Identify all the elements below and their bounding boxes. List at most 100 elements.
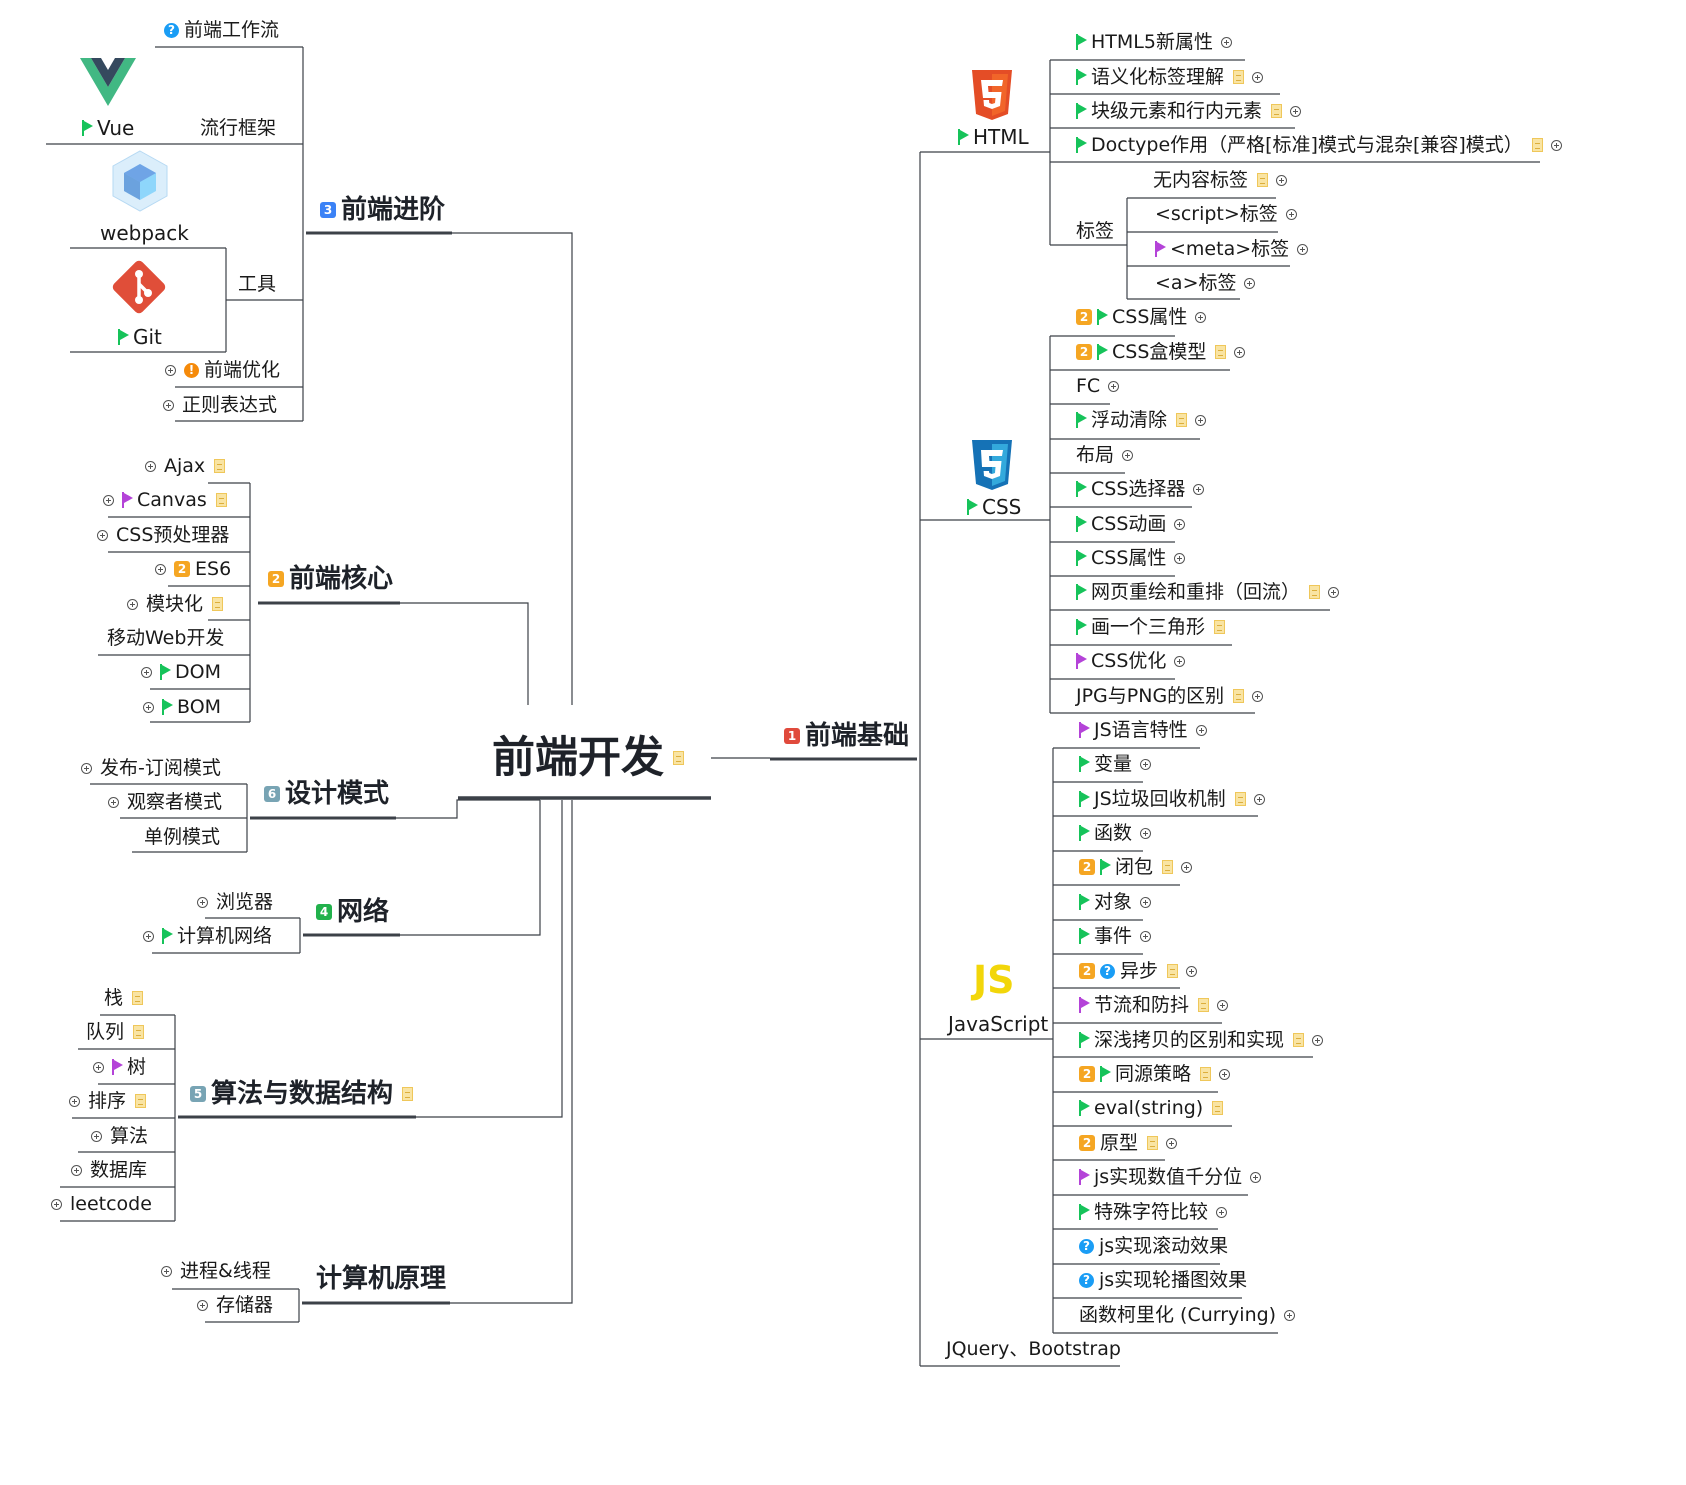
topic-node[interactable]: 无内容标签 [1153, 168, 1292, 192]
topic-node[interactable]: JS垃圾回收机制 [1079, 787, 1270, 811]
main-branch-topic[interactable]: 计算机原理 [316, 1263, 446, 1295]
topic-node[interactable]: CSS属性 [1076, 546, 1190, 570]
note-icon[interactable] [132, 991, 144, 1005]
note-icon[interactable] [1198, 998, 1210, 1012]
topic-node[interactable]: 网页重绘和重排（回流） [1076, 580, 1344, 604]
topic-node[interactable]: CSS选择器 [1076, 477, 1209, 501]
expand-icon[interactable] [1217, 999, 1229, 1011]
note-icon[interactable] [402, 1087, 414, 1101]
topic-node[interactable]: CSS优化 [1076, 649, 1190, 673]
topic-node[interactable]: 画一个三角形 [1076, 615, 1226, 639]
topic-node[interactable]: HTML5新属性 [1076, 30, 1237, 54]
expand-icon[interactable] [1195, 724, 1207, 736]
expand-icon[interactable] [1195, 311, 1207, 323]
expand-icon[interactable] [1234, 346, 1246, 358]
expand-icon[interactable] [1174, 655, 1186, 667]
topic-node[interactable]: 语义化标签理解 [1076, 65, 1268, 89]
sub-branch-topic[interactable]: webpack [100, 220, 189, 246]
topic-node[interactable]: 树 [88, 1055, 146, 1079]
topic-node[interactable]: 栈 [104, 986, 144, 1010]
expand-icon[interactable] [1328, 586, 1340, 598]
note-icon[interactable] [1271, 104, 1283, 118]
note-icon[interactable] [1162, 860, 1174, 874]
topic-node[interactable]: 算法 [86, 1124, 148, 1148]
expand-icon[interactable] [93, 1061, 104, 1073]
topic-node[interactable]: js实现数值千分位 [1079, 1165, 1266, 1189]
topic-node[interactable]: 发布-订阅模式 [76, 756, 221, 780]
expand-icon[interactable] [97, 529, 108, 541]
expand-icon[interactable] [143, 701, 154, 713]
topic-node[interactable]: 队列 [86, 1020, 145, 1044]
topic-node[interactable]: 特殊字符比较 [1079, 1200, 1232, 1224]
topic-node[interactable]: 观察者模式 [103, 790, 222, 814]
expand-icon[interactable] [163, 399, 174, 411]
expand-icon[interactable] [127, 598, 138, 610]
topic-node[interactable]: 函数 [1079, 821, 1156, 845]
expand-icon[interactable] [81, 762, 92, 774]
topic-node[interactable]: !前端优化 [160, 358, 280, 382]
expand-icon[interactable] [197, 896, 208, 908]
sub-branch-topic[interactable]: Git [118, 324, 162, 350]
note-icon[interactable] [212, 597, 224, 611]
topic-node[interactable]: 2?异步 [1079, 959, 1202, 983]
expand-icon[interactable] [1140, 758, 1152, 770]
expand-icon[interactable] [1312, 1034, 1324, 1046]
topic-node[interactable]: 单例模式 [144, 825, 220, 849]
topic-node[interactable]: 布局 [1076, 443, 1138, 467]
topic-node[interactable]: 进程&线程 [156, 1259, 271, 1283]
expand-icon[interactable] [1220, 36, 1232, 48]
expand-icon[interactable] [108, 796, 119, 808]
sub-branch-topic[interactable]: CSS [967, 494, 1021, 520]
topic-node[interactable]: 事件 [1079, 924, 1156, 948]
topic-node[interactable]: 正则表达式 [158, 393, 277, 417]
sub-branch-topic[interactable]: JavaScript [948, 1011, 1048, 1037]
expand-icon[interactable] [1181, 861, 1193, 873]
expand-icon[interactable] [1285, 208, 1297, 220]
topic-node[interactable]: DOM [136, 660, 221, 684]
expand-icon[interactable] [1195, 414, 1207, 426]
expand-icon[interactable] [1166, 1137, 1178, 1149]
expand-icon[interactable] [91, 1130, 102, 1142]
expand-icon[interactable] [1186, 965, 1198, 977]
topic-node[interactable]: 移动Web开发 [107, 626, 224, 650]
topic-node[interactable]: 深浅拷贝的区别和实现 [1079, 1028, 1328, 1052]
sub-branch-topic[interactable]: HTML [958, 124, 1029, 150]
note-icon[interactable] [673, 751, 684, 765]
note-icon[interactable] [133, 1025, 145, 1039]
topic-node[interactable]: BOM [138, 695, 221, 719]
topic-node[interactable]: 流行框架 [200, 116, 276, 140]
expand-icon[interactable] [1122, 449, 1134, 461]
expand-icon[interactable] [1140, 827, 1152, 839]
expand-icon[interactable] [1193, 483, 1205, 495]
topic-node[interactable]: 存储器 [192, 1293, 273, 1317]
note-icon[interactable] [1257, 173, 1269, 187]
note-icon[interactable] [1200, 1067, 1212, 1081]
topic-node[interactable]: FC [1076, 374, 1124, 398]
expand-icon[interactable] [103, 494, 114, 506]
topic-node[interactable]: 浏览器 [192, 890, 273, 914]
topic-node[interactable]: JQuery、Bootstrap [946, 1337, 1121, 1361]
topic-node[interactable]: ?js实现滚动效果 [1079, 1234, 1228, 1258]
topic-node[interactable]: Ajax [140, 454, 226, 478]
note-icon[interactable] [215, 493, 227, 507]
expand-icon[interactable] [1290, 105, 1302, 117]
note-icon[interactable] [1233, 689, 1245, 703]
topic-node[interactable]: eval(string) [1079, 1096, 1224, 1120]
topic-node[interactable]: 函数柯里化 (Currying) [1079, 1303, 1300, 1327]
expand-icon[interactable] [71, 1164, 82, 1176]
note-icon[interactable] [135, 1094, 147, 1108]
expand-icon[interactable] [145, 460, 156, 472]
topic-node[interactable]: 块级元素和行内元素 [1076, 99, 1306, 123]
topic-node[interactable]: ?前端工作流 [164, 18, 279, 42]
topic-node[interactable]: 对象 [1079, 890, 1156, 914]
expand-icon[interactable] [1174, 518, 1186, 530]
expand-icon[interactable] [1253, 793, 1265, 805]
